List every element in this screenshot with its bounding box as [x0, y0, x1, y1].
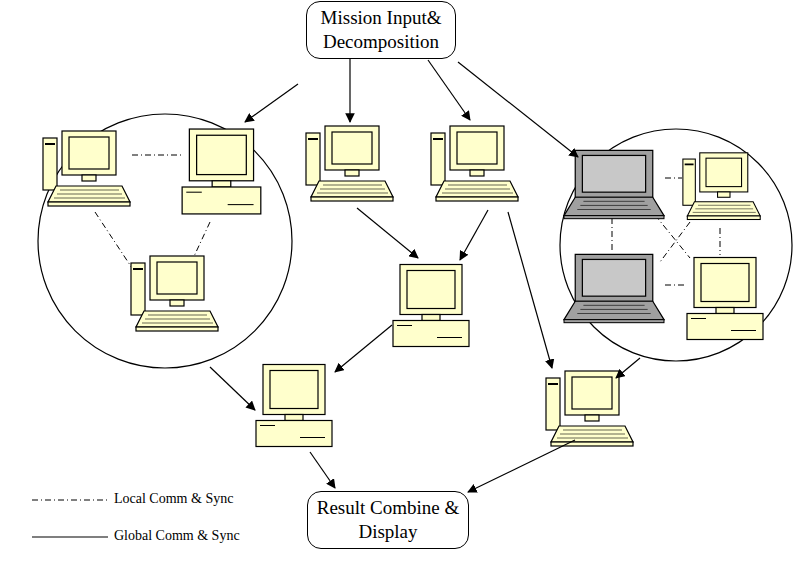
node-label: Mission Input& Decomposition: [313, 6, 449, 54]
local-link: [665, 285, 686, 286]
node-label: Result Combine & Display: [314, 496, 462, 544]
global-link: [210, 367, 255, 410]
computer-icon: [393, 265, 469, 347]
cluster-circle: [38, 114, 292, 368]
global-link: [245, 84, 298, 122]
global-link: [349, 58, 350, 122]
computer-icon: [431, 126, 518, 201]
local-link: [132, 155, 182, 156]
legend-label: Global Comm & Sync: [114, 528, 240, 544]
legend-sample: [32, 500, 108, 537]
computer-icon: [43, 131, 130, 206]
global-link: [460, 210, 488, 260]
computer-icon: [687, 258, 763, 340]
computer-icon: [43, 126, 763, 447]
computer-icon: [182, 129, 261, 214]
computer-icon: [306, 126, 393, 201]
process-box: Mission Input& Decomposition: [306, 1, 456, 59]
global-link: [508, 212, 552, 368]
local-link: [660, 222, 690, 262]
computer-icon: [683, 153, 760, 220]
global-link: [335, 325, 392, 372]
local-link: [655, 215, 690, 258]
global-link: [310, 452, 335, 488]
computer-icon: [564, 254, 664, 322]
global-link: [458, 62, 578, 157]
computer-icon: [564, 150, 664, 218]
local-link: [95, 212, 132, 268]
cluster-circle: [38, 114, 792, 368]
process-box: Result Combine & Display: [307, 491, 469, 549]
legend-label: Local Comm & Sync: [114, 491, 233, 507]
computer-icon: [546, 371, 633, 446]
global-link: [428, 60, 470, 120]
local-link: [665, 178, 682, 179]
cluster-circle: [560, 129, 792, 361]
local-link: [720, 228, 721, 255]
computer-icon: [131, 256, 218, 331]
global-link: [357, 208, 418, 258]
legend-sample: [32, 536, 108, 537]
legend-sample: [32, 500, 108, 501]
global-link: [616, 358, 640, 378]
computer-icon: [256, 365, 332, 447]
global-link: [210, 58, 640, 492]
local-link: [612, 218, 613, 250]
global-link: [468, 440, 575, 492]
